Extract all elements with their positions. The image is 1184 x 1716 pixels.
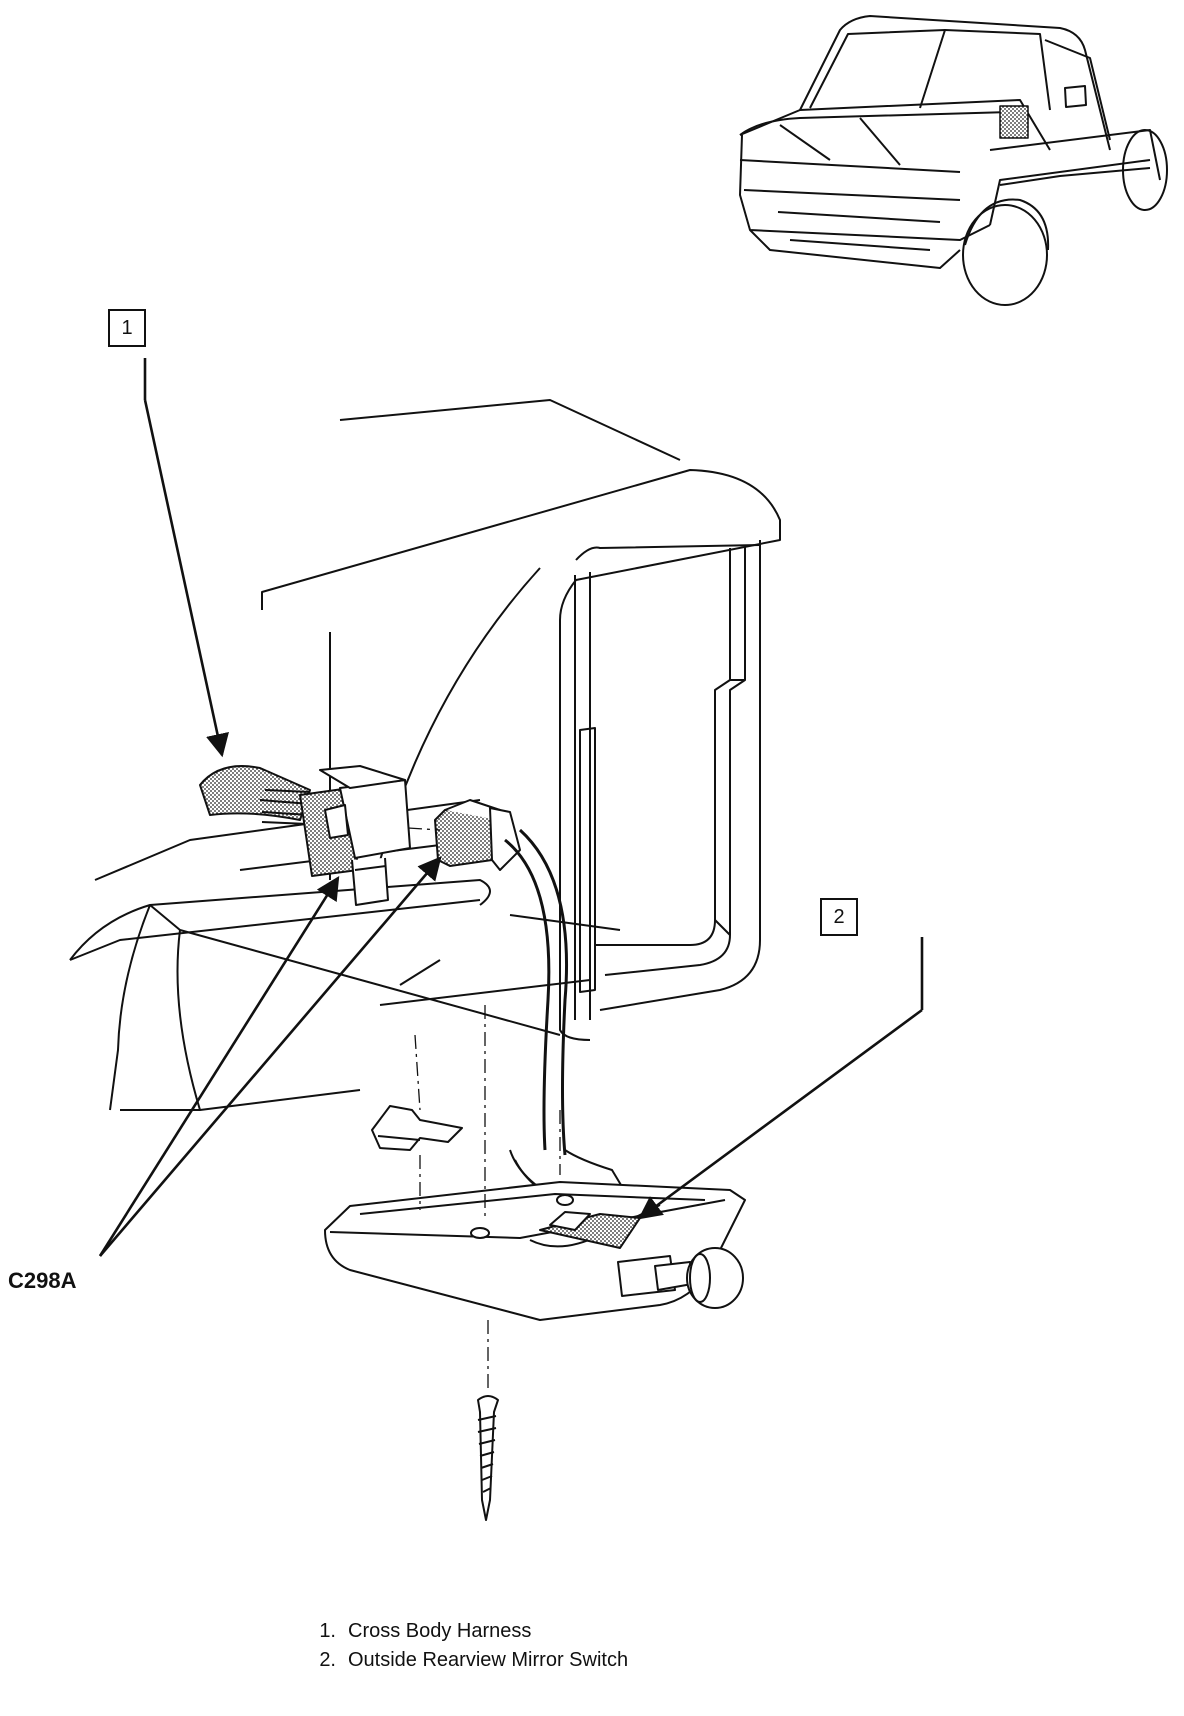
callout-2-leader — [638, 1008, 923, 1220]
cross-body-harness — [199, 765, 411, 906]
mounting-screw — [477, 1395, 499, 1521]
mirror-switch-harness — [434, 799, 631, 1211]
mirror-switch-bezel — [324, 1181, 746, 1321]
assembly-center-lines — [407, 827, 561, 1390]
connector-label: C298A — [8, 1268, 77, 1293]
clip-nut — [371, 1105, 463, 1151]
door-trim-panel — [261, 399, 781, 1041]
legend-item: 2. Outside Rearview Mirror Switch — [318, 1646, 628, 1675]
legend-text: Cross Body Harness — [348, 1620, 532, 1642]
legend-text: Outside Rearview Mirror Switch — [348, 1649, 629, 1671]
vehicle-locator-illustration — [739, 15, 1168, 306]
callout-1-leader — [143, 399, 229, 758]
c298a-leader-harness — [98, 876, 340, 1257]
parts-legend: 1. Cross Body Harness 2. Outside Rearvie… — [318, 1617, 628, 1675]
callout-1: 1 — [108, 309, 146, 347]
legend-number: 2. — [319, 1649, 336, 1671]
callout-2: 2 — [820, 898, 858, 936]
legend-item: 1. Cross Body Harness — [318, 1617, 628, 1646]
leader-arrows — [98, 399, 923, 1257]
c298a-leader-switch — [99, 856, 442, 1257]
legend-number: 1. — [319, 1620, 336, 1642]
